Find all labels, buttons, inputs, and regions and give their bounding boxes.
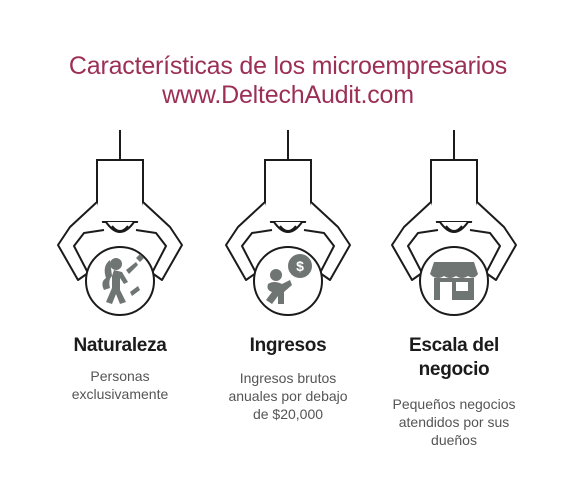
column-desc-escala: Pequeños negocios atendidos por sus dueños <box>374 395 534 449</box>
page-title: Características de los microempresarios <box>68 52 508 80</box>
claw-naturaleza <box>40 130 200 320</box>
column-desc-naturaleza: Personas exclusivamente <box>40 367 200 403</box>
text-line: de $20,000 <box>252 406 324 422</box>
text-line: Personas <box>90 368 150 384</box>
text-line: dueños <box>431 432 477 448</box>
text-line: Ingresos brutos <box>239 370 337 386</box>
column-title-escala: Escala del negocio <box>374 334 534 382</box>
column-title-naturaleza: Naturaleza <box>40 334 200 358</box>
text-line: negocio <box>418 359 490 380</box>
text-line: atendidos por sus <box>398 414 510 430</box>
svg-text:$: $ <box>296 258 304 274</box>
text-line: exclusivamente <box>71 386 169 402</box>
text-line: Escala del <box>409 335 499 356</box>
column-desc-ingresos: Ingresos brutos anuales por debajo de $20,… <box>208 369 368 423</box>
person-money-icon: $ <box>266 254 312 304</box>
text-line: anuales por debajo <box>228 388 348 404</box>
text-line: Pequeños negocios <box>392 396 516 412</box>
claw-escala <box>374 130 534 320</box>
text-line: Naturaleza <box>73 335 167 356</box>
woman-figure-icon <box>102 254 144 304</box>
column-title-ingresos: Ingresos <box>208 334 368 358</box>
page-subtitle-url: www.DeltechAudit.com <box>162 81 414 109</box>
storefront-icon <box>430 262 478 300</box>
claw-ingresos: $ <box>208 130 368 320</box>
text-line: Ingresos <box>249 335 327 356</box>
